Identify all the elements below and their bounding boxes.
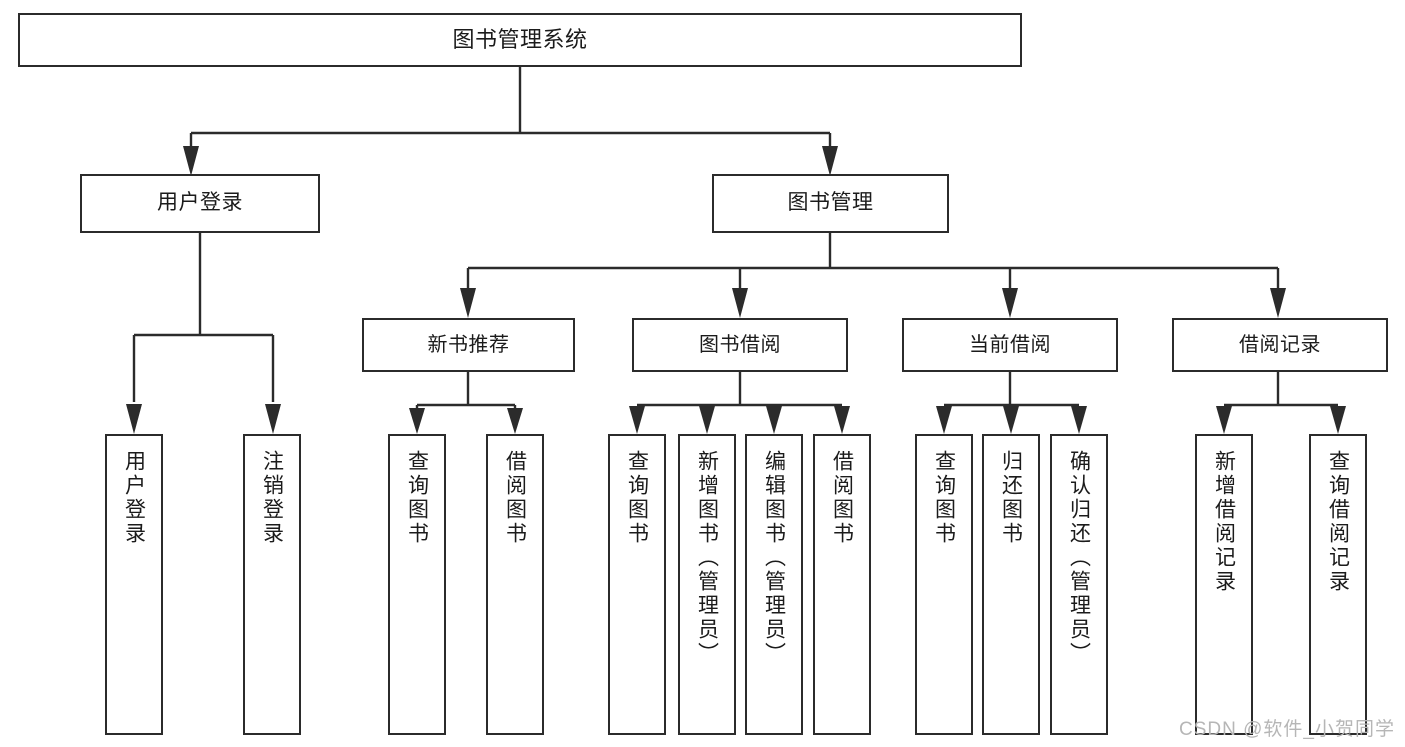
leaf-current-query[interactable]: 查询图书 [915, 434, 973, 735]
node-book-borrow-label: 图书借阅 [699, 333, 781, 356]
arrowhead-leaf-user-login [126, 404, 142, 434]
leaf-borrow-add-book-label: 新增图书（管理员） [695, 450, 719, 666]
arrowhead-borrow-record [1270, 288, 1286, 318]
node-root[interactable]: 图书管理系统 [18, 13, 1022, 67]
leaf-current-return[interactable]: 归还图书 [982, 434, 1040, 735]
leaf-record-query-label: 查询借阅记录 [1326, 450, 1350, 594]
leaf-borrow-add-book[interactable]: 新增图书（管理员） [678, 434, 736, 735]
leaf-borrow-query[interactable]: 查询图书 [608, 434, 666, 735]
node-new-book-recommend-label: 新书推荐 [427, 333, 510, 356]
node-book-borrow[interactable]: 图书借阅 [632, 318, 848, 372]
node-new-book-recommend[interactable]: 新书推荐 [362, 318, 575, 372]
node-current-borrow-label: 当前借阅 [969, 333, 1051, 356]
node-borrow-record-label: 借阅记录 [1239, 333, 1321, 356]
arrowhead-current-borrow [1002, 288, 1018, 318]
leaf-borrow-book[interactable]: 借阅图书 [813, 434, 871, 735]
node-user-login[interactable]: 用户登录 [80, 174, 320, 233]
arrowhead-borrow-record-child1 [1216, 406, 1232, 434]
leaf-new-book-borrow-label: 借阅图书 [503, 450, 527, 546]
node-user-login-label: 用户登录 [157, 191, 243, 215]
leaf-user-login-label: 用户登录 [122, 450, 146, 546]
leaf-record-add-label: 新增借阅记录 [1212, 450, 1236, 594]
leaf-current-query-label: 查询图书 [932, 450, 956, 546]
arrowhead-leaf-logout [265, 404, 281, 434]
node-book-manage[interactable]: 图书管理 [712, 174, 949, 233]
leaf-logout-label: 注销登录 [260, 450, 284, 546]
leaf-user-login[interactable]: 用户登录 [105, 434, 163, 735]
arrowhead-new-book [460, 288, 476, 318]
leaf-current-confirm-return-label: 确认归还（管理员） [1067, 450, 1091, 666]
arrowhead-borrow-record-child2 [1330, 406, 1346, 434]
node-book-manage-label: 图书管理 [787, 191, 874, 215]
leaf-new-book-query-label: 查询图书 [405, 450, 429, 546]
arrowhead-book-borrow-child3 [766, 406, 782, 434]
csdn-watermark: CSDN @软件_小贺同学 [1179, 719, 1395, 740]
node-root-label: 图书管理系统 [452, 27, 588, 53]
leaf-borrow-edit-book[interactable]: 编辑图书（管理员） [745, 434, 803, 735]
leaf-logout[interactable]: 注销登录 [243, 434, 301, 735]
arrowhead-current-borrow-child1 [936, 406, 952, 434]
arrowhead-book-borrow [732, 288, 748, 318]
node-borrow-record[interactable]: 借阅记录 [1172, 318, 1388, 372]
leaf-record-query[interactable]: 查询借阅记录 [1309, 434, 1367, 735]
leaf-borrow-query-label: 查询图书 [625, 450, 649, 546]
arrowhead-new-book-child1 [409, 408, 425, 434]
arrowhead-book-borrow-child2 [699, 406, 715, 434]
leaf-borrow-edit-book-label: 编辑图书（管理员） [762, 450, 786, 666]
arrowhead-book-manage [822, 146, 838, 176]
arrowhead-user-login [183, 146, 199, 176]
leaf-new-book-query[interactable]: 查询图书 [388, 434, 446, 735]
arrowhead-book-borrow-child4 [834, 406, 850, 434]
arrowhead-current-borrow-child2 [1003, 406, 1019, 434]
leaf-borrow-book-label: 借阅图书 [830, 450, 854, 546]
leaf-record-add[interactable]: 新增借阅记录 [1195, 434, 1253, 735]
leaf-new-book-borrow[interactable]: 借阅图书 [486, 434, 544, 735]
leaf-current-return-label: 归还图书 [999, 450, 1023, 546]
arrowhead-new-book-child2 [507, 408, 523, 434]
arrowhead-current-borrow-child3 [1071, 406, 1087, 434]
node-current-borrow[interactable]: 当前借阅 [902, 318, 1118, 372]
arrowhead-book-borrow-child1 [629, 406, 645, 434]
leaf-current-confirm-return[interactable]: 确认归还（管理员） [1050, 434, 1108, 735]
